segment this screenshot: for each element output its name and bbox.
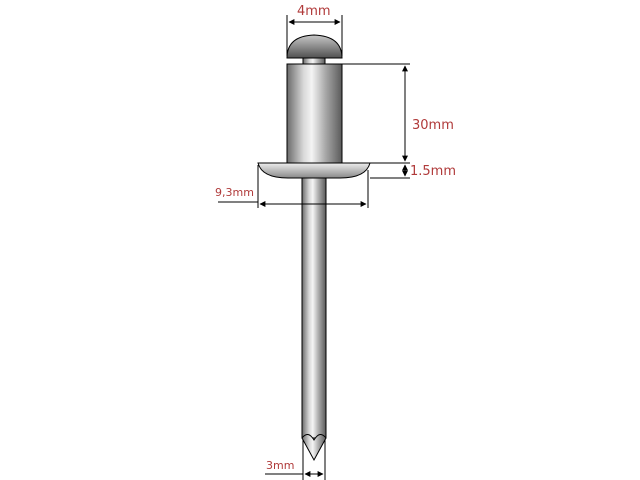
rivet-body: [286, 63, 343, 164]
head-diameter-label: 4mm: [297, 4, 331, 19]
flange-thickness-label: 1.5mm: [410, 164, 457, 179]
flange-diameter-label: 9,3mm: [215, 186, 254, 199]
dimension-lines: [218, 15, 410, 480]
body-length-label: 30mm: [412, 118, 454, 133]
mandrel-tip: [301, 434, 327, 462]
mandrel-diameter-label: 3mm: [266, 459, 295, 472]
mandrel-neck: [302, 57, 326, 65]
mandrel: [301, 175, 327, 462]
rivet-flange: [257, 162, 371, 179]
mandrel-head: [286, 34, 343, 59]
